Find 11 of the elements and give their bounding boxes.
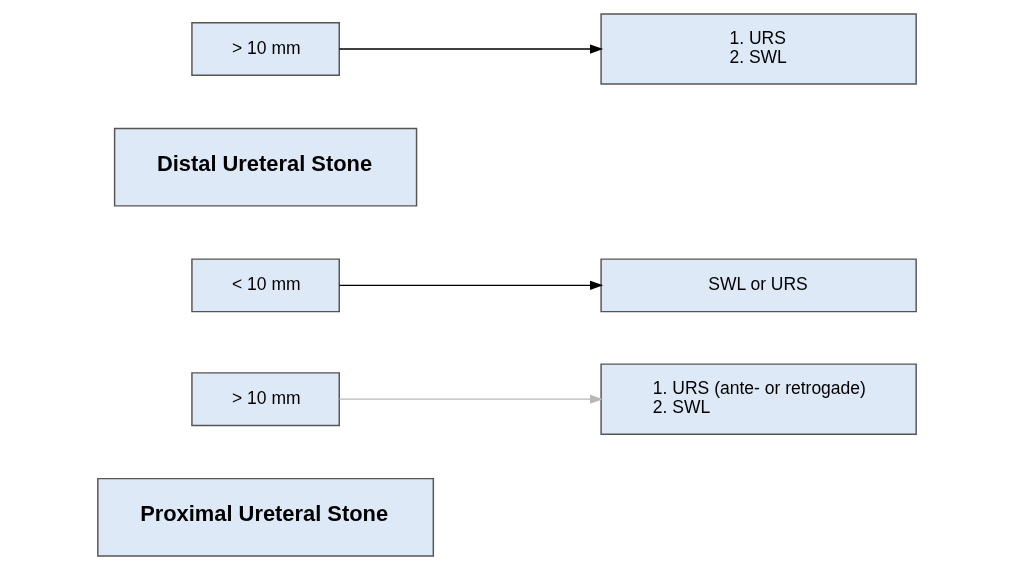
node-box: > 10 mm <box>190 372 340 427</box>
arrow <box>338 280 603 290</box>
node-box: 1. URS (ante- or retrogade) 2. SWL <box>599 363 917 435</box>
node-box: Distal Ureteral Stone <box>113 127 417 207</box>
node-box: SWL or URS <box>599 258 917 313</box>
node-box: Proximal Ureteral Stone <box>96 477 434 557</box>
arrow <box>338 44 603 54</box>
arrow <box>338 394 603 404</box>
node-box: 1. URS 2. SWL <box>599 13 917 85</box>
node-box: > 10 mm <box>190 22 340 77</box>
node-box: < 10 mm <box>190 258 340 313</box>
